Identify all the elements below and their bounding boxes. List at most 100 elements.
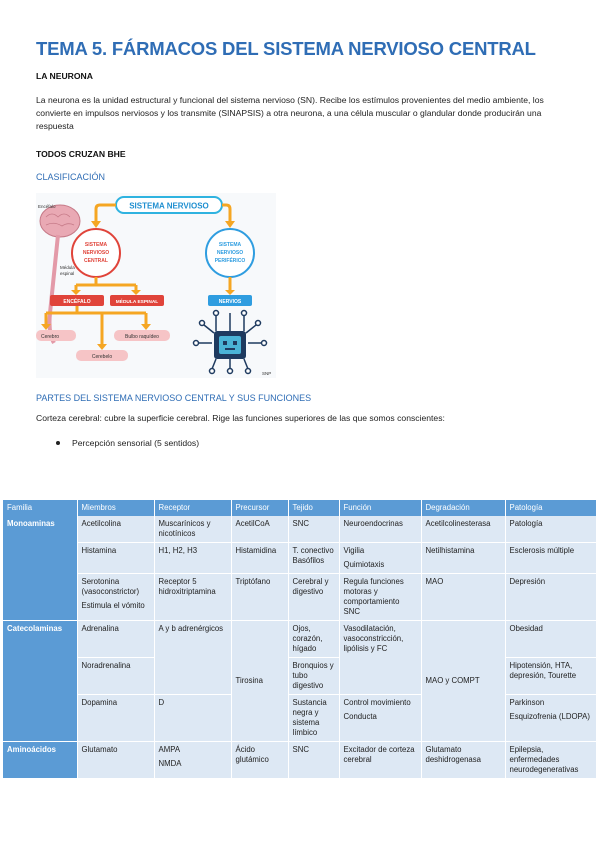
cell: Histamidina — [231, 542, 289, 574]
header-patologia: Patología — [505, 500, 597, 516]
cell: AcetilCoA — [231, 516, 289, 543]
nerve-network-icon — [192, 309, 268, 375]
cell: Tirosina — [231, 620, 289, 742]
snp-text-2: NERVIOSO — [217, 250, 243, 256]
cerebro-box — [36, 330, 76, 341]
cell-line: AMPA — [158, 745, 181, 754]
cell-line: Vigilia — [343, 546, 365, 555]
cell-line: Basófilos — [292, 556, 325, 565]
table-row: Catecolaminas Adrenalina A y b adrenérgi… — [3, 620, 597, 742]
cell-line: T. conectivo — [292, 546, 334, 555]
neurona-heading: LA NEURONA — [36, 71, 93, 81]
cell-line: Serotonina (vasoconstrictor) — [81, 577, 140, 596]
cell: Neuroendocrinas — [339, 516, 422, 543]
table-row: Histamina H1, H2, H3 Histamidina T. cone… — [3, 542, 597, 574]
cell: SNC — [288, 516, 340, 543]
cell-line: Estimula el vómito — [81, 601, 145, 610]
nervios-text: NERVIOS — [219, 299, 242, 305]
cell: Cerebral y digestivo — [288, 573, 340, 621]
cerebelo-text: Cerebelo — [92, 354, 113, 360]
cell: Patología — [505, 516, 597, 543]
snp-text-3: PERIFÉRICO — [215, 256, 246, 264]
cell: Serotonina (vasoconstrictor) Estimula el… — [77, 573, 155, 621]
cell: Acetilcolina — [77, 516, 155, 543]
cell: Noradrenalina — [77, 657, 155, 695]
neurona-paragraph: La neurona es la unidad estructural y fu… — [36, 95, 544, 131]
cell: Regula funciones motoras y comportamient… — [339, 573, 422, 621]
cell: H1, H2, H3 — [154, 542, 232, 574]
cell: Vasodilatación, vasoconstricción, lipóli… — [339, 620, 422, 695]
table-row: Noradrenalina Bronquios y tubo digestivo… — [3, 657, 597, 695]
cell: MAO y COMPT — [421, 620, 506, 742]
cell: Triptófano — [231, 573, 289, 621]
header-funcion: Función — [339, 500, 422, 516]
cell-line: Parkinson — [509, 698, 545, 707]
cell: Ojos, corazón, hígado — [288, 620, 340, 658]
header-familia: Familia — [3, 500, 78, 516]
cell: Esclerosis múltiple — [505, 542, 597, 574]
label-medula-1: Médula — [60, 265, 75, 270]
cell: Muscarínicos y nicotínicos — [154, 516, 232, 543]
page-title: TEMA 5. FÁRMACOS DEL SISTEMA NERVIOSO CE… — [36, 38, 536, 59]
cell: Ácido glutámico — [231, 741, 289, 779]
bullet-dot — [56, 441, 60, 445]
neurotransmitter-table: Familia Miembros Receptor Precursor Teji… — [3, 500, 597, 779]
cell: Glutamato — [77, 741, 155, 779]
cell: Sustancia negra y sistema límbico — [288, 694, 340, 742]
nervous-system-diagram: Encéfalo Médula espinal SNP SISTEMA NERV… — [36, 193, 276, 378]
encefalo-box — [50, 295, 104, 306]
diagram-svg: Encéfalo Médula espinal SNP SISTEMA NERV… — [36, 193, 276, 378]
cell: Netilhistamina — [421, 542, 506, 574]
header-degradacion: Degradación — [421, 500, 506, 516]
nervios-box — [208, 295, 252, 306]
table-header-row: Familia Miembros Receptor Precursor Teji… — [3, 500, 597, 516]
cell-line: NMDA — [158, 759, 182, 768]
cell: Control movimiento Conducta — [339, 694, 422, 742]
familia-aminoacidos: Aminoácidos — [3, 741, 78, 779]
cell: Acetilcolinesterasa — [421, 516, 506, 543]
cell: Obesidad — [505, 620, 597, 658]
label-snp: SNP — [262, 371, 271, 376]
cell: Adrenalina — [77, 620, 155, 658]
snp-text-1: SISTEMA — [219, 242, 242, 248]
encefalo-text: ENCÉFALO — [63, 297, 90, 305]
familia-monoaminas: Monoaminas — [3, 516, 78, 621]
table-row: Serotonina (vasoconstrictor) Estimula el… — [3, 573, 597, 621]
cerebro-text: Cerebro — [41, 334, 59, 340]
cell-line: Quimiotaxis — [343, 560, 385, 569]
cell: Histamina — [77, 542, 155, 574]
cerebelo-box — [76, 350, 128, 361]
cell: Hipotensión, HTA, depresión, Tourette — [505, 657, 597, 695]
snc-text-1: SISTEMA — [85, 242, 108, 248]
cell-line: Conducta — [343, 712, 377, 721]
bullet-item: Percepción sensorial (5 sentidos) — [72, 438, 200, 448]
cell: D — [154, 694, 232, 742]
cell: Vigilia Quimiotaxis — [339, 542, 422, 574]
cell: A y b adrenérgicos — [154, 620, 232, 695]
cell: Excitador de corteza cerebral — [339, 741, 422, 779]
snc-text-2: NERVIOSO — [83, 250, 109, 256]
clasificacion-heading: CLASIFICACIÓN — [36, 172, 106, 182]
header-receptor: Receptor — [154, 500, 232, 516]
cell: Depresión — [505, 573, 597, 621]
cell: Receptor 5 hidroxitriptamina — [154, 573, 232, 621]
snc-text-3: CENTRAL — [84, 258, 108, 264]
header-tejido: Tejido — [288, 500, 340, 516]
cell-line: Esquizofrenia (LDOPA) — [509, 712, 590, 721]
bulbo-text: Bulbo raquídeo — [125, 334, 159, 340]
label-encefalo: Encéfalo — [38, 204, 56, 209]
table-row: Monoaminas Acetilcolina Muscarínicos y n… — [3, 516, 597, 621]
label-medula-2: espinal — [60, 271, 74, 276]
cell: Dopamina — [77, 694, 155, 742]
cell-line: Control movimiento — [343, 698, 411, 707]
cell: Parkinson Esquizofrenia (LDOPA) — [505, 694, 597, 742]
bhe-heading: TODOS CRUZAN BHE — [36, 149, 126, 159]
table-row: Dopamina D Sustancia negra y sistema lím… — [3, 694, 597, 742]
header-precursor: Precursor — [231, 500, 289, 516]
cell: T. conectivo Basófilos — [288, 542, 340, 574]
medula-box — [110, 295, 164, 306]
cell: Glutamato deshidrogenasa — [421, 741, 506, 779]
medula-text: MÉDULA ESPINAL — [116, 297, 159, 305]
banner-text: SISTEMA NERVIOSO — [129, 202, 209, 211]
